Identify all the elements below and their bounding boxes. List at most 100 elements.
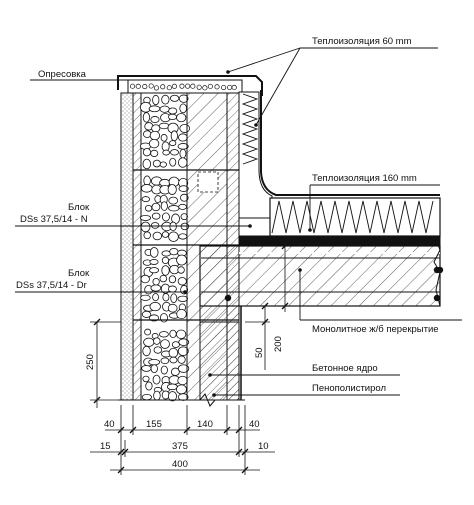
- label-block-n-line1: Блок: [68, 202, 90, 213]
- gravel-top-stone: [221, 84, 227, 91]
- gravel-stone: [144, 204, 153, 212]
- gravel-top-stone: [231, 84, 237, 91]
- gravel-stone: [142, 148, 152, 157]
- gravel-stone: [153, 390, 161, 401]
- gravel-stone: [142, 112, 151, 123]
- gravel-stone: [177, 266, 185, 274]
- gravel-stone: [169, 157, 177, 167]
- label-concrete-core: Бетонное ядро: [312, 363, 378, 374]
- gravel-stone: [178, 203, 187, 210]
- gravel-stone: [150, 364, 158, 374]
- gravel-top-stone: [214, 84, 220, 90]
- gravel-stone: [169, 140, 177, 147]
- gravel-stone: [178, 233, 188, 240]
- gravel-stone: [140, 294, 151, 301]
- gravel-stone: [160, 339, 170, 349]
- gravel-stone: [160, 357, 170, 365]
- gravel-stone: [148, 358, 161, 366]
- gravel-stone: [149, 247, 159, 258]
- gravel-stone: [144, 328, 152, 336]
- gravel-stone: [177, 375, 188, 386]
- gravel-top-stone: [171, 83, 177, 89]
- gravel-top-stone: [166, 85, 172, 91]
- gravel-stone: [180, 213, 188, 221]
- gravel-stone: [152, 94, 160, 106]
- gravel-stone: [179, 103, 187, 114]
- gravel-stone: [151, 202, 161, 212]
- label-block-dr-line2: DSs 37,5/14 - Dr: [16, 280, 87, 291]
- gravel-stone: [176, 308, 187, 320]
- gravel-stone: [148, 105, 161, 113]
- gravel-concrete-core: [139, 92, 190, 402]
- gravel-stone: [143, 175, 151, 186]
- gravel-stone: [149, 301, 161, 312]
- gravel-stone: [139, 214, 152, 221]
- dim-200: 200: [273, 336, 284, 352]
- gravel-stone: [169, 329, 177, 339]
- gravel-top-stone: [196, 84, 202, 90]
- gravel-stone: [150, 222, 160, 229]
- gravel-stone: [170, 293, 178, 304]
- gravel-stone: [177, 295, 189, 302]
- gravel-stone: [168, 107, 178, 115]
- gravel-stone: [166, 383, 178, 391]
- gravel-stone: [167, 184, 177, 195]
- vapor-barrier: [238, 235, 441, 247]
- gravel-stone: [167, 285, 177, 293]
- gravel-stone: [140, 184, 153, 193]
- gravel-stone: [149, 130, 160, 141]
- gravel-stone: [168, 275, 177, 284]
- break-marks: [118, 239, 441, 407]
- gravel-stone: [152, 231, 163, 241]
- gravel-stone: [170, 149, 179, 156]
- gravel-stone: [159, 313, 168, 323]
- waterproofing-line: [260, 90, 440, 196]
- roof-insulation-160: [269, 197, 441, 237]
- leader-dots: [183, 70, 312, 397]
- gravel-stone: [162, 293, 170, 302]
- gravel-stone: [153, 337, 161, 345]
- gravel-stone: [159, 105, 170, 113]
- dimension-ticks: [93, 242, 289, 474]
- gravel-stone: [160, 201, 168, 211]
- outer-block-shell: [132, 92, 142, 401]
- dim-400: 400: [172, 459, 188, 470]
- gravel-stone: [169, 356, 178, 364]
- gravel-stone: [161, 256, 170, 265]
- gravel-stone: [150, 149, 159, 158]
- gravel-stone: [176, 384, 187, 395]
- gravel-stone: [150, 116, 160, 124]
- label-block-n-line2: DSs 37,5/14 - N: [20, 214, 88, 225]
- gravel-stone: [158, 331, 169, 338]
- dim-40-right: 40: [249, 419, 260, 430]
- gravel-stone: [161, 212, 170, 222]
- gravel-stone: [141, 394, 152, 401]
- gravel-top-stones: [130, 83, 237, 91]
- dim-40-left: 40: [104, 419, 115, 430]
- gravel-stone: [141, 310, 152, 318]
- gravel-stone: [151, 124, 161, 133]
- gravel-stone: [169, 247, 179, 256]
- gravel-top-stone: [153, 85, 160, 91]
- gravel-stone: [141, 196, 150, 203]
- gravel-stone: [175, 329, 187, 339]
- gravel-stone: [179, 148, 187, 159]
- label-insulation-top: Теплоизоляция 60 mm: [312, 36, 412, 47]
- gravel-top-stone: [160, 84, 166, 90]
- gravel-stone: [145, 381, 153, 391]
- dim-375: 375: [172, 441, 188, 452]
- gravel-stone: [168, 347, 179, 358]
- dim-140: 140: [197, 419, 213, 430]
- gravel-top-stone: [202, 85, 208, 91]
- gravel-top-stone: [130, 83, 136, 89]
- gravel-stone: [149, 259, 159, 265]
- gravel-stone: [161, 94, 170, 105]
- label-insulation-roof: Теплоизоляция 160 mm: [312, 173, 417, 184]
- gravel-stone: [151, 212, 161, 220]
- gravel-stone: [162, 149, 170, 156]
- gravel-stone: [160, 134, 168, 142]
- gravel-top-stone: [227, 84, 233, 90]
- gravel-stone: [159, 161, 167, 168]
- gravel-stone: [152, 293, 159, 302]
- gravel-stone: [176, 254, 188, 266]
